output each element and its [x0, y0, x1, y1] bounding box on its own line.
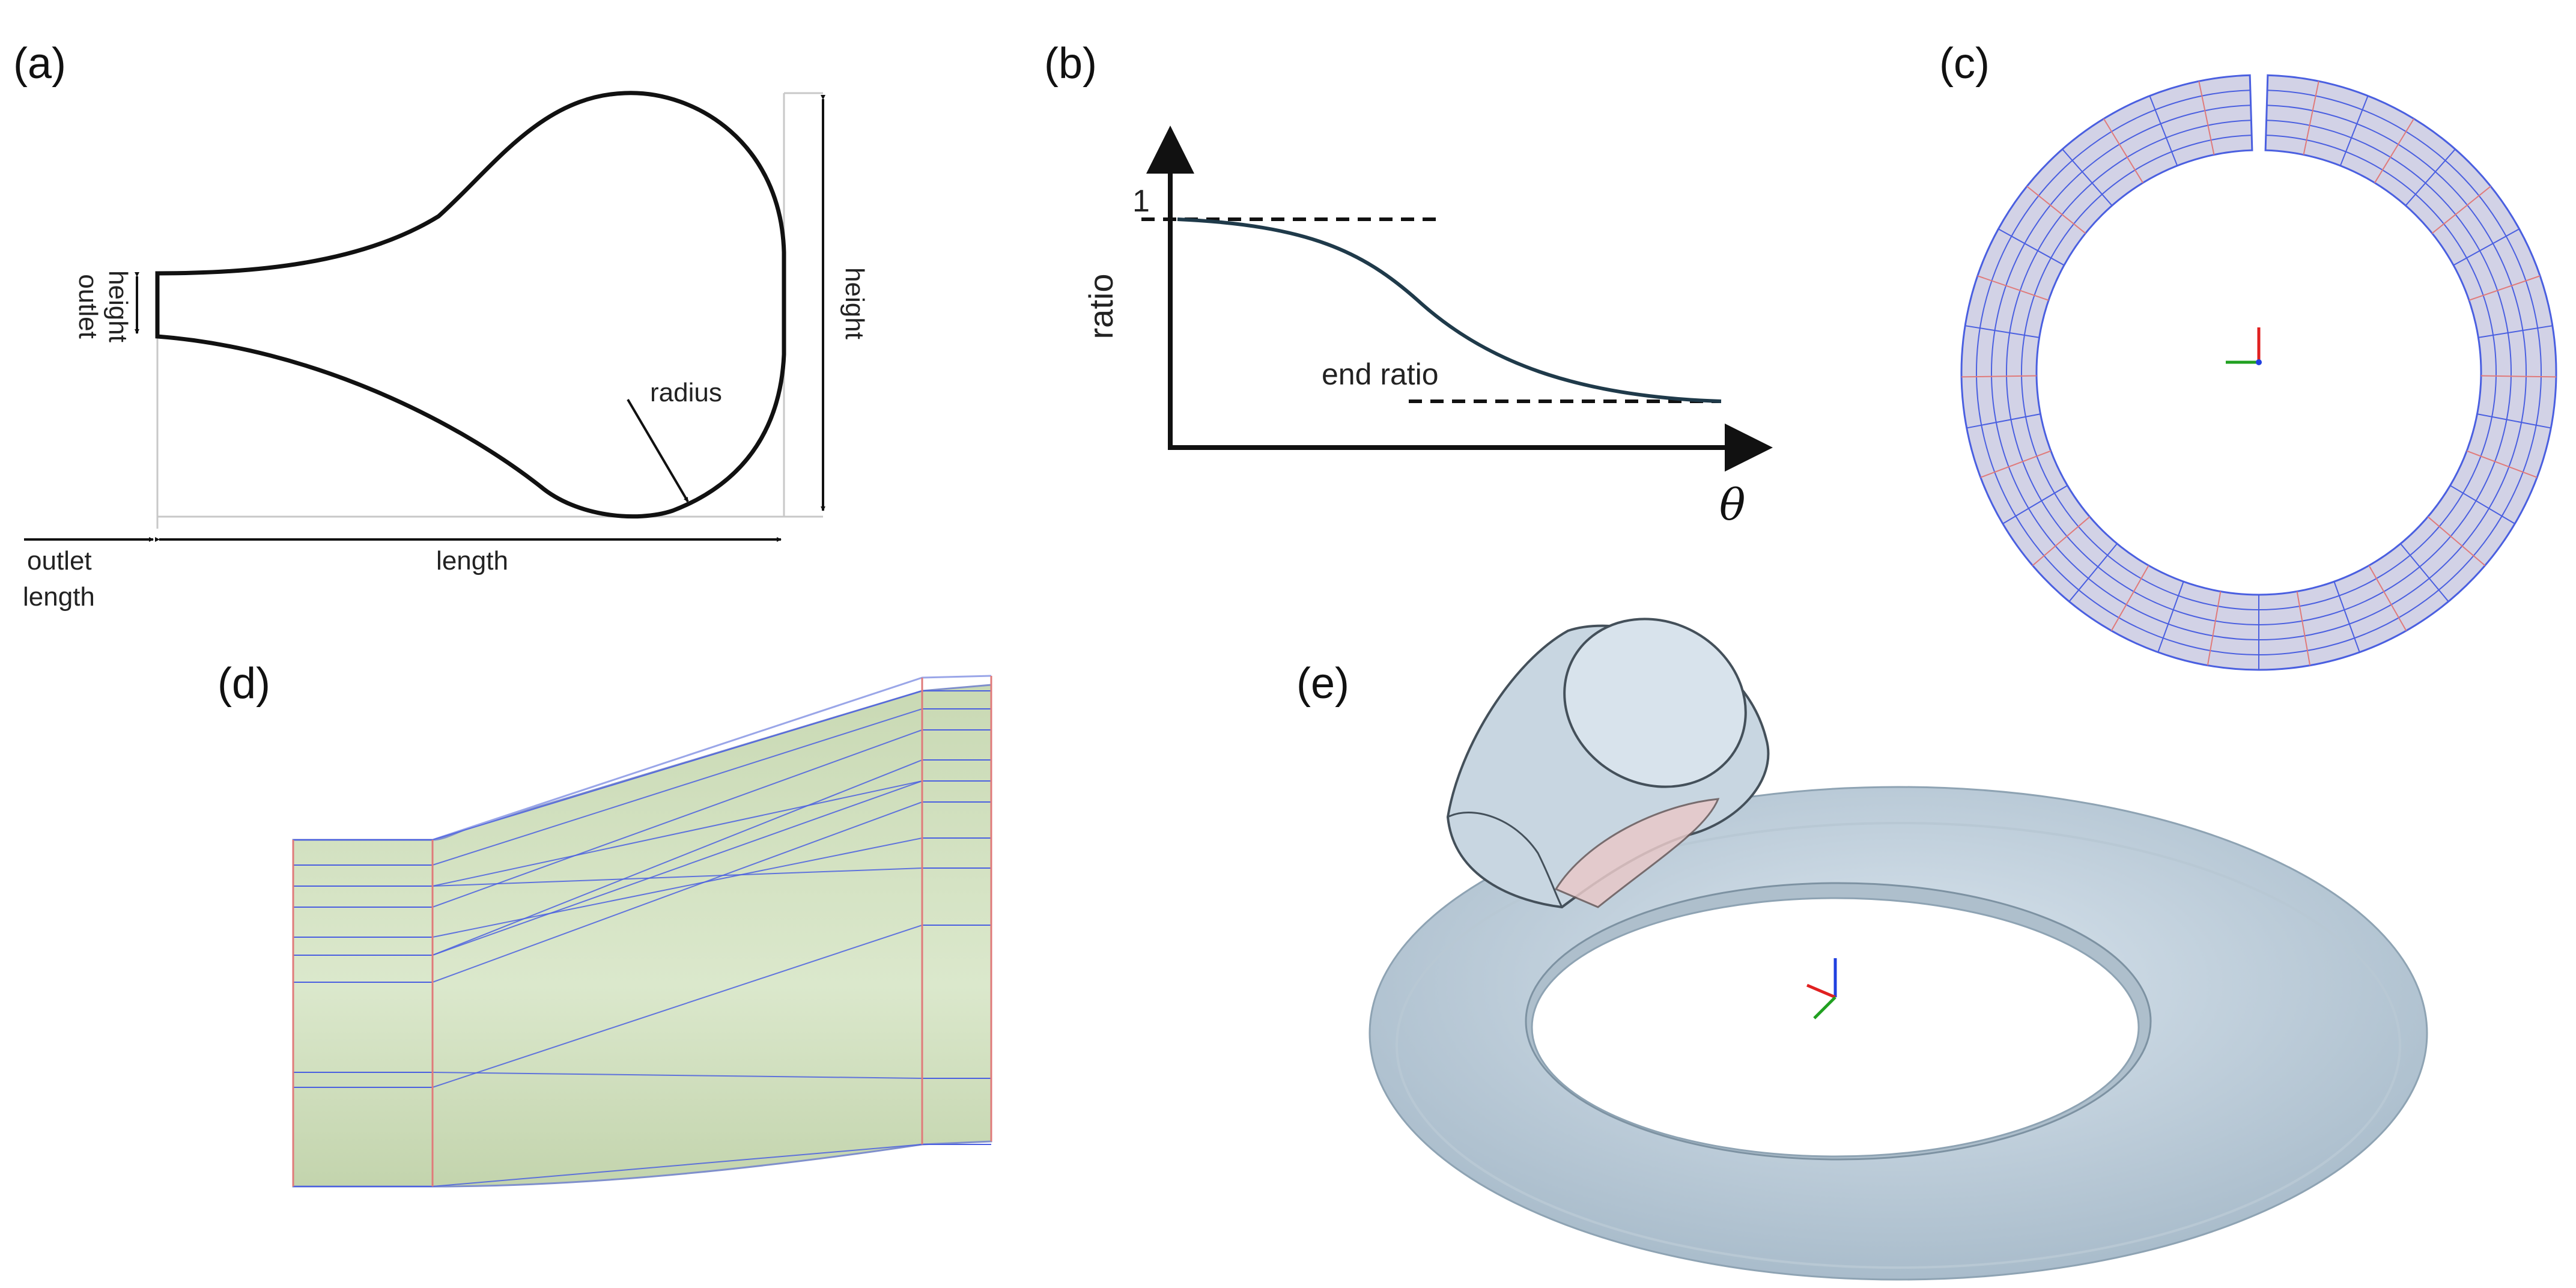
outlet-height-label-2: height	[103, 270, 133, 342]
panel-a: (a) radius height outlet height length o…	[13, 40, 869, 612]
mesh-line-cross	[432, 708, 923, 866]
ring-mesh-radial	[1966, 413, 2041, 429]
torus-highlight	[1396, 822, 2401, 1269]
axis-triad-e	[1806, 958, 1837, 1019]
tick-one-label: 1	[1132, 184, 1150, 219]
mesh-line-cross	[432, 1072, 923, 1079]
ring-mesh-radial	[1964, 325, 2040, 338]
ring-mesh-radial	[2427, 516, 2486, 567]
mesh-line-cross	[432, 1144, 923, 1187]
panel-b: (b) ratio 1 end ratio θ	[1044, 40, 1773, 530]
ring-mesh-radial	[2068, 543, 2118, 602]
panel-c: (c)	[1939, 40, 2557, 671]
ring-mesh	[1960, 74, 2557, 671]
ring-mesh-radial	[2303, 80, 2319, 155]
ring-mesh-radial	[2032, 516, 2091, 567]
ring-mesh-radial	[2149, 96, 2178, 166]
ring-mesh-radial	[2249, 75, 2253, 151]
ring-mesh-radial	[2198, 80, 2215, 155]
radius-pointer	[627, 398, 689, 503]
ring-mesh-radial	[2207, 591, 2222, 666]
ring-mesh-radial	[1977, 275, 2049, 301]
radius-label: radius	[650, 378, 722, 407]
green-surface	[292, 684, 992, 1188]
ring-mesh-radial	[1980, 450, 2052, 478]
panel-a-label: (a)	[13, 40, 66, 88]
ring-mesh-radial	[2468, 275, 2541, 301]
ring-mesh-radial	[2374, 118, 2414, 183]
panel-b-label: (b)	[1044, 40, 1097, 88]
ring-mesh-radial	[1997, 228, 2065, 266]
outlet-opening	[1563, 618, 1747, 788]
y-axis-label: ratio	[1082, 274, 1120, 339]
outlet-length-label-2: length	[23, 582, 95, 612]
end-ratio-label: end ratio	[1322, 357, 1439, 391]
ring-mesh-radial	[2368, 565, 2407, 631]
mesh-line-cross	[432, 837, 923, 938]
ring-mesh-radial	[2400, 543, 2449, 602]
ring-mesh-radial	[2339, 96, 2369, 166]
ring-mesh-radial	[2062, 148, 2113, 206]
panel-e: (e)	[1296, 618, 2428, 1281]
ring-mesh-radial	[2333, 581, 2360, 653]
mesh-line-cross	[432, 780, 923, 887]
construction-lines	[156, 92, 823, 529]
torus-hole	[1531, 897, 2140, 1158]
junction-edge	[1447, 812, 1563, 908]
mesh-line-cross	[432, 925, 923, 1088]
panel-e-label: (e)	[1296, 660, 1349, 708]
mesh-line-cross	[432, 867, 923, 887]
ring-mesh-radial	[2450, 485, 2515, 524]
ring-mesh-radial	[2110, 565, 2149, 631]
outlet-height-label-1: outlet	[73, 274, 103, 339]
mesh-line-cross	[432, 729, 923, 908]
length-label: length	[436, 546, 508, 576]
x-axis-label: θ	[1719, 479, 1745, 530]
green-mesh-lines	[293, 690, 991, 1187]
panel-c-label: (c)	[1939, 40, 1990, 88]
ring-mesh-radial	[2431, 186, 2491, 234]
ring-mesh-radial	[2453, 228, 2520, 266]
ring-mesh-radial	[2026, 186, 2086, 234]
ring-mesh-radial	[2480, 375, 2556, 378]
ring-mesh-radial	[2157, 581, 2184, 653]
junction-section	[1554, 798, 1720, 908]
height-label: height	[840, 267, 869, 339]
ratio-curve	[1177, 217, 1722, 403]
mesh-line-cross	[432, 759, 923, 956]
panel-d: (d)	[217, 660, 992, 1188]
ring-mesh-radial	[2002, 485, 2068, 524]
outlet-length-label-1: outlet	[27, 546, 92, 576]
ring-mesh-radial	[2466, 450, 2538, 478]
ring-mesh-radial	[2103, 118, 2143, 183]
axis-triad	[2226, 327, 2262, 365]
ring-mesh-radial	[2405, 148, 2456, 206]
ring-mesh-radial	[2296, 591, 2311, 666]
ring-band	[1960, 74, 2557, 671]
mesh-line-cross	[432, 690, 923, 840]
ring-mesh-radial	[2477, 413, 2551, 429]
ring-mesh-radial	[1961, 375, 2037, 378]
mesh-line-cross	[432, 801, 923, 983]
ring-mesh-radial	[2478, 325, 2553, 338]
panel-d-label: (d)	[217, 660, 270, 708]
ring-mesh-radial	[2265, 75, 2268, 151]
mesh-line-cross	[432, 780, 923, 956]
volute-profile	[155, 91, 786, 519]
